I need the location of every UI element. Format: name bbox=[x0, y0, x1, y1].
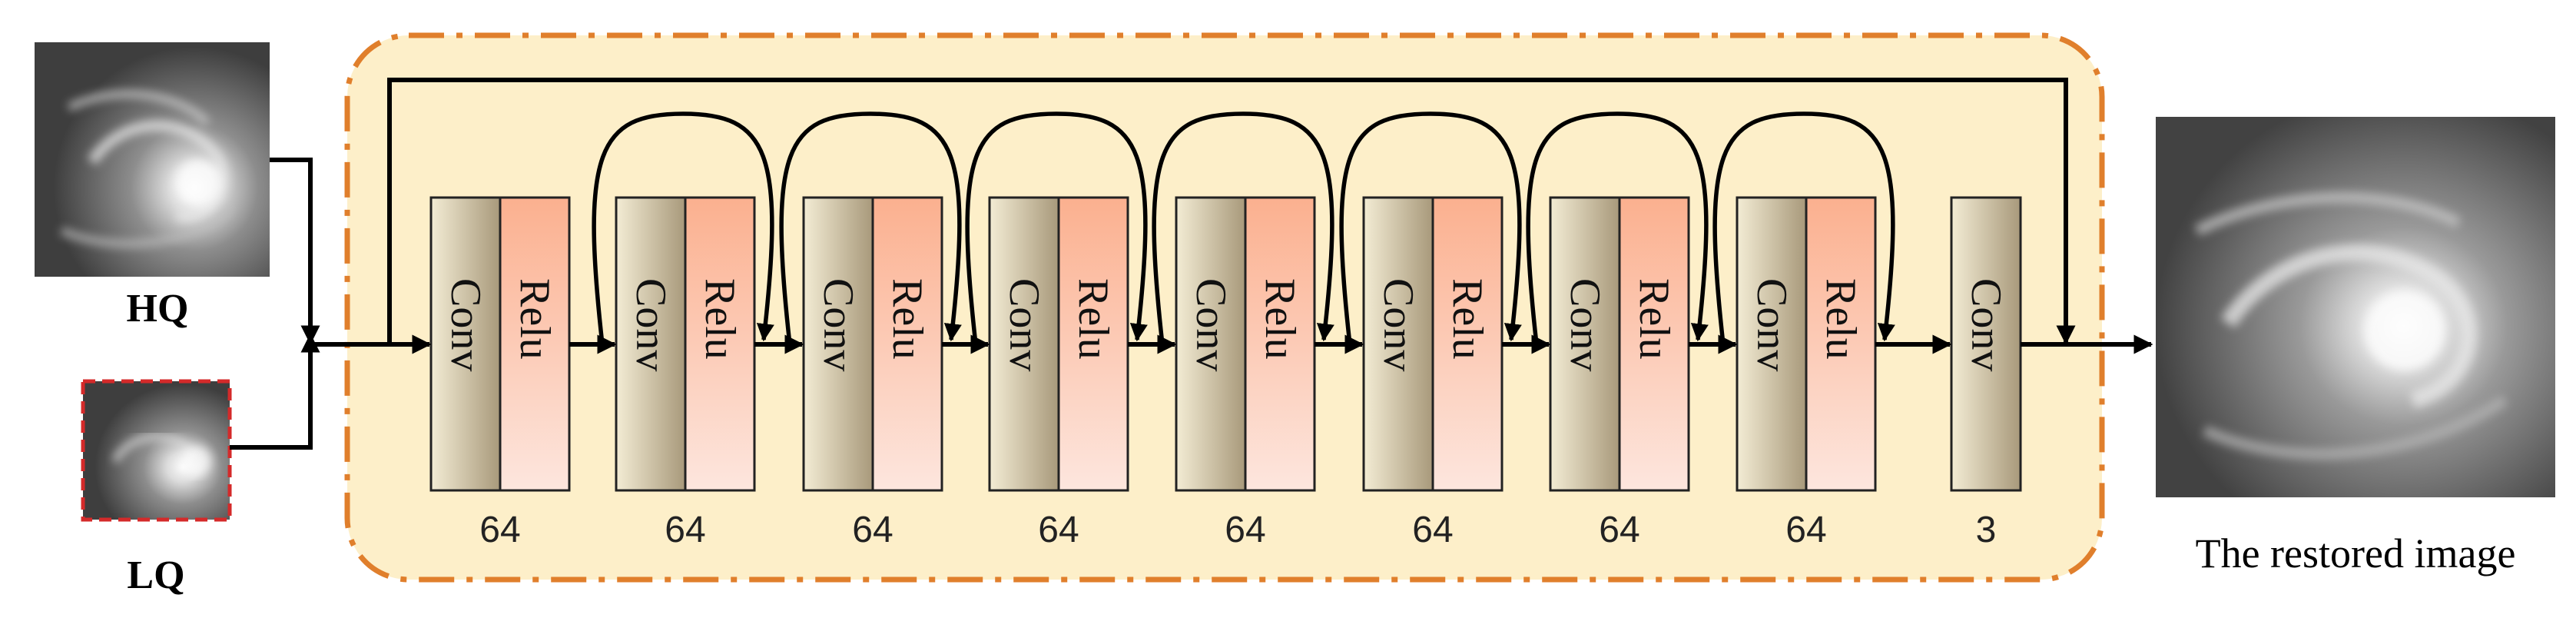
block-3-channel-count: 64 bbox=[852, 510, 893, 550]
block-8-conv-layer bbox=[1736, 196, 1808, 492]
block-9-conv-label: Conv bbox=[1962, 278, 2010, 371]
block-7-channel-count: 64 bbox=[1599, 510, 1639, 550]
block-7-conv-layer bbox=[1549, 196, 1621, 492]
hq-image bbox=[35, 42, 270, 277]
block-3-relu-label: Relu bbox=[884, 278, 931, 360]
global-skip-connection bbox=[387, 78, 2076, 345]
block-3-conv-label: Conv bbox=[814, 278, 862, 371]
block-5: Conv Relu 64 bbox=[1175, 196, 1316, 550]
lq-image bbox=[81, 379, 232, 522]
block-5-relu-label: Relu bbox=[1256, 278, 1304, 360]
block-9: Conv 3 bbox=[1950, 196, 2022, 550]
local-skip-6 bbox=[1339, 111, 1522, 345]
block-2-channel-count: 64 bbox=[665, 510, 705, 550]
output-label: The restored image bbox=[2196, 530, 2516, 576]
block-4-relu-label: Relu bbox=[1069, 278, 1117, 360]
block-3-conv-layer bbox=[802, 196, 874, 492]
block-4-conv-layer bbox=[988, 196, 1060, 492]
block-2-conv-layer bbox=[615, 196, 687, 492]
blocks-layer: Conv Relu 64 Conv Relu 64 Conv Relu 64 Conv Relu 64… bbox=[310, 111, 2153, 550]
block-5-conv-label: Conv bbox=[1187, 278, 1235, 371]
block-6-relu-label: Relu bbox=[1444, 278, 1491, 360]
input-connectors bbox=[230, 158, 320, 450]
block-6-conv-layer bbox=[1362, 196, 1434, 492]
block-8: Conv Relu 64 bbox=[1736, 196, 1877, 550]
local-skip-2 bbox=[592, 111, 774, 345]
block-4-conv-label: Conv bbox=[1000, 278, 1048, 371]
local-skip-4 bbox=[965, 111, 1148, 345]
block-7-conv-label: Conv bbox=[1561, 278, 1609, 371]
block-9-channel-count: 3 bbox=[1976, 510, 1997, 550]
lq-label: LQ bbox=[127, 553, 184, 597]
block-4-relu-layer bbox=[1057, 196, 1129, 492]
block-1: Conv Relu 64 bbox=[429, 196, 571, 550]
hq-label: HQ bbox=[127, 287, 189, 331]
local-skip-3 bbox=[779, 111, 962, 345]
block-1-channel-count: 64 bbox=[479, 510, 520, 550]
local-skip-5 bbox=[1152, 111, 1334, 345]
block-7-relu-label: Relu bbox=[1630, 278, 1678, 360]
block-8-conv-label: Conv bbox=[1748, 278, 1795, 371]
block-5-relu-layer bbox=[1244, 196, 1316, 492]
block-1-relu-layer bbox=[499, 196, 571, 492]
block-6: Conv Relu 64 bbox=[1362, 196, 1503, 550]
block-3: Conv Relu 64 bbox=[802, 196, 943, 550]
local-skip-8 bbox=[1712, 111, 1895, 345]
block-6-channel-count: 64 bbox=[1412, 510, 1453, 550]
block-2-relu-label: Relu bbox=[696, 278, 744, 360]
local-skip-7 bbox=[1526, 111, 1709, 345]
block-2: Conv Relu 64 bbox=[615, 196, 756, 550]
block-5-channel-count: 64 bbox=[1225, 510, 1265, 550]
block-6-relu-layer bbox=[1431, 196, 1503, 492]
output-image bbox=[2156, 117, 2555, 497]
block-3-relu-layer bbox=[871, 196, 943, 492]
block-1-conv-label: Conv bbox=[442, 278, 489, 371]
block-4-channel-count: 64 bbox=[1038, 510, 1079, 550]
block-8-relu-label: Relu bbox=[1817, 278, 1865, 360]
block-8-relu-layer bbox=[1805, 196, 1877, 492]
local-skip-connections bbox=[592, 111, 1895, 345]
block-9-conv-layer bbox=[1950, 196, 2022, 492]
block-4: Conv Relu 64 bbox=[988, 196, 1129, 550]
block-8-channel-count: 64 bbox=[1785, 510, 1826, 550]
block-2-conv-label: Conv bbox=[627, 278, 675, 371]
block-6-conv-label: Conv bbox=[1374, 278, 1422, 371]
block-7: Conv Relu 64 bbox=[1549, 196, 1690, 550]
block-1-relu-label: Relu bbox=[511, 278, 559, 360]
block-2-relu-layer bbox=[684, 196, 756, 492]
